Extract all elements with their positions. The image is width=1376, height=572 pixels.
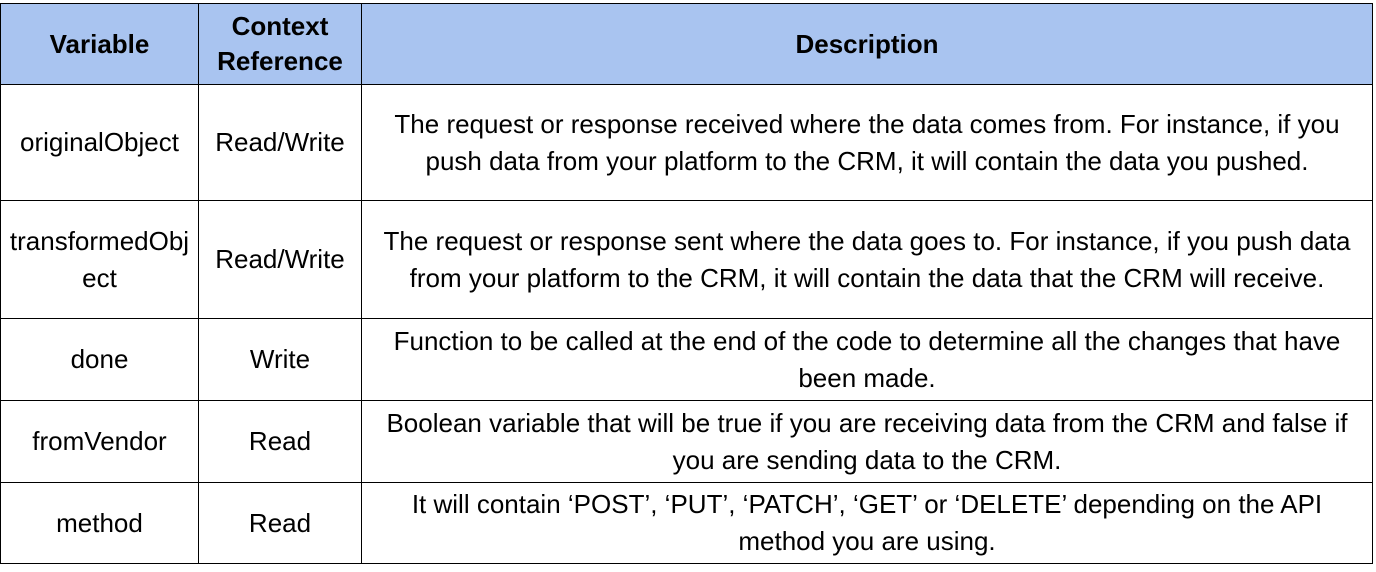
table-row: done Write Function to be called at the … — [0, 318, 1373, 401]
table-header-row: Variable Context Reference Description — [0, 3, 1373, 85]
header-description: Description — [361, 3, 1373, 85]
variables-table: Variable Context Reference Description o… — [0, 3, 1373, 564]
table-row: transformedObject Read/Write The request… — [0, 200, 1373, 319]
context-reference-cell: Write — [198, 318, 362, 401]
variables-table-container: Variable Context Reference Description o… — [0, 3, 1373, 564]
description-cell: Boolean variable that will be true if yo… — [361, 400, 1373, 483]
variable-cell: transformedObject — [0, 200, 199, 319]
context-reference-cell: Read/Write — [198, 200, 362, 319]
table-row: fromVendor Read Boolean variable that wi… — [0, 400, 1373, 483]
header-variable: Variable — [0, 3, 199, 85]
variable-cell: originalObject — [0, 84, 199, 201]
table-row: originalObject Read/Write The request or… — [0, 84, 1373, 201]
variable-cell: done — [0, 318, 199, 401]
description-cell: The request or response received where t… — [361, 84, 1373, 201]
description-cell: It will contain ‘POST’, ‘PUT’, ‘PATCH’, … — [361, 482, 1373, 564]
description-cell: Function to be called at the end of the … — [361, 318, 1373, 401]
variable-cell: method — [0, 482, 199, 564]
context-reference-cell: Read — [198, 400, 362, 483]
context-reference-cell: Read/Write — [198, 84, 362, 201]
variable-cell: fromVendor — [0, 400, 199, 483]
table-row: method Read It will contain ‘POST’, ‘PUT… — [0, 482, 1373, 564]
description-cell: The request or response sent where the d… — [361, 200, 1373, 319]
header-context-reference: Context Reference — [198, 3, 362, 85]
context-reference-cell: Read — [198, 482, 362, 564]
